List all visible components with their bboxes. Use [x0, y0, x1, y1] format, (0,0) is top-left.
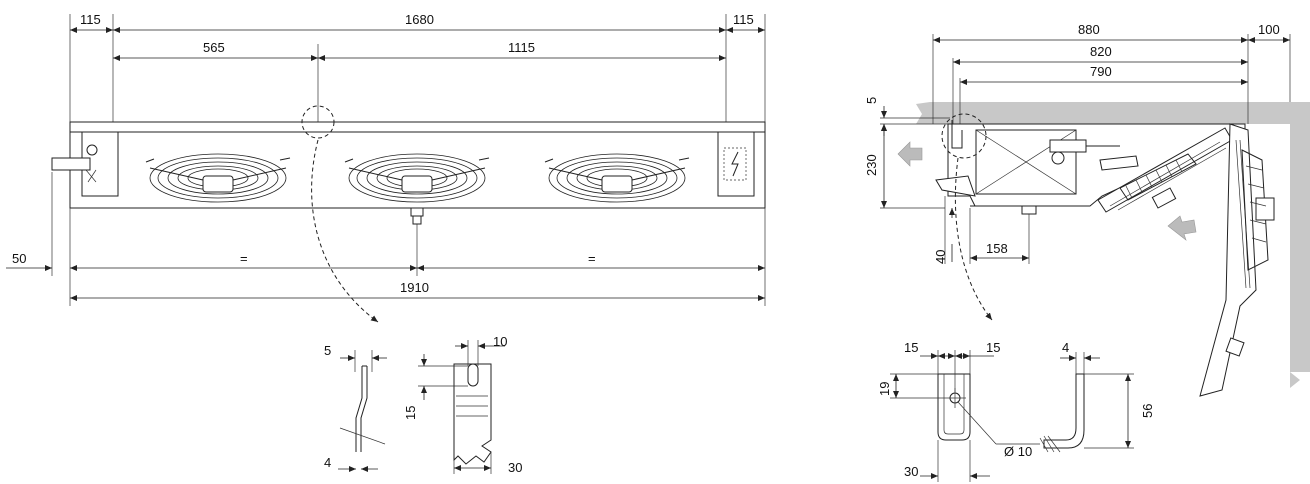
airflow-out-arrow — [897, 141, 923, 167]
dim-label-1910: 1910 — [400, 280, 429, 295]
pipe-stub — [51, 157, 91, 171]
dim-label-565: 565 — [203, 40, 225, 55]
dim-label-115-right: 115 — [733, 12, 754, 27]
drain-nipple — [410, 207, 424, 217]
side-detail: 15 15 19 30 Ø 10 4 56 — [877, 340, 1155, 482]
dim-label-820: 820 — [1090, 44, 1112, 59]
fan-1 — [145, 153, 291, 203]
dim-label-5-side: 5 — [864, 97, 879, 104]
cooler-housing — [69, 121, 766, 209]
detail-dim-label-5: 5 — [324, 343, 331, 358]
dim-label-115-left: 115 — [80, 12, 101, 27]
ceiling — [930, 102, 1310, 124]
dim-label-equal-left: = — [240, 251, 248, 266]
dim-label-158: 158 — [986, 241, 1008, 256]
side-detail-dim-label-15-left: 15 — [904, 340, 918, 355]
dim-label-1115: 1115 — [508, 40, 535, 55]
dim-label-230: 230 — [864, 154, 879, 176]
side-detail-arrow — [954, 157, 993, 321]
lightning-icon — [731, 151, 739, 177]
bracket-front-profile — [453, 363, 492, 465]
hanger-l-profile — [1043, 373, 1085, 449]
detail-dim-label-30: 30 — [508, 460, 522, 475]
detail-dim-label-10: 10 — [493, 334, 507, 349]
airflow-in-arrow — [1167, 215, 1197, 241]
side-detail-dim-label-4: 4 — [1062, 340, 1069, 355]
side-detail-dim-label-15-right: 15 — [986, 340, 1000, 355]
bracket-side-profile — [355, 366, 363, 452]
dim-label-40: 40 — [933, 250, 948, 264]
fan-2 — [344, 153, 490, 203]
dim-label-100: 100 — [1258, 22, 1280, 37]
fan-3 — [544, 153, 690, 203]
side-detail-circle — [941, 113, 987, 159]
detail-arrow — [311, 139, 379, 323]
side-detail-dim-label-56: 56 — [1140, 404, 1155, 418]
dim-label-790: 790 — [1090, 64, 1112, 79]
side-detail-hole-label: Ø 10 — [1004, 444, 1032, 459]
slot-hole — [467, 363, 479, 387]
side-view: 880 100 820 790 5 230 — [864, 22, 1310, 397]
dim-label-50: 50 — [12, 251, 26, 266]
dim-label-equal-right: = — [588, 251, 596, 266]
wall — [1290, 124, 1310, 372]
side-detail-dim-label-19: 19 — [877, 382, 892, 396]
detail-dim-label-15: 15 — [403, 406, 418, 420]
detail-dim-label-4: 4 — [324, 455, 331, 470]
hanger-profile — [951, 120, 963, 149]
hanger-plate-front — [937, 373, 971, 441]
front-detail: 5 4 10 15 30 — [324, 334, 522, 475]
side-drain — [1021, 205, 1037, 215]
front-view: 115 1680 115 565 1115 — [6, 12, 766, 323]
dim-label-880: 880 — [1078, 22, 1100, 37]
side-detail-dim-label-30: 30 — [904, 464, 918, 479]
detail-circle — [301, 105, 335, 139]
dim-label-1680: 1680 — [405, 12, 434, 27]
